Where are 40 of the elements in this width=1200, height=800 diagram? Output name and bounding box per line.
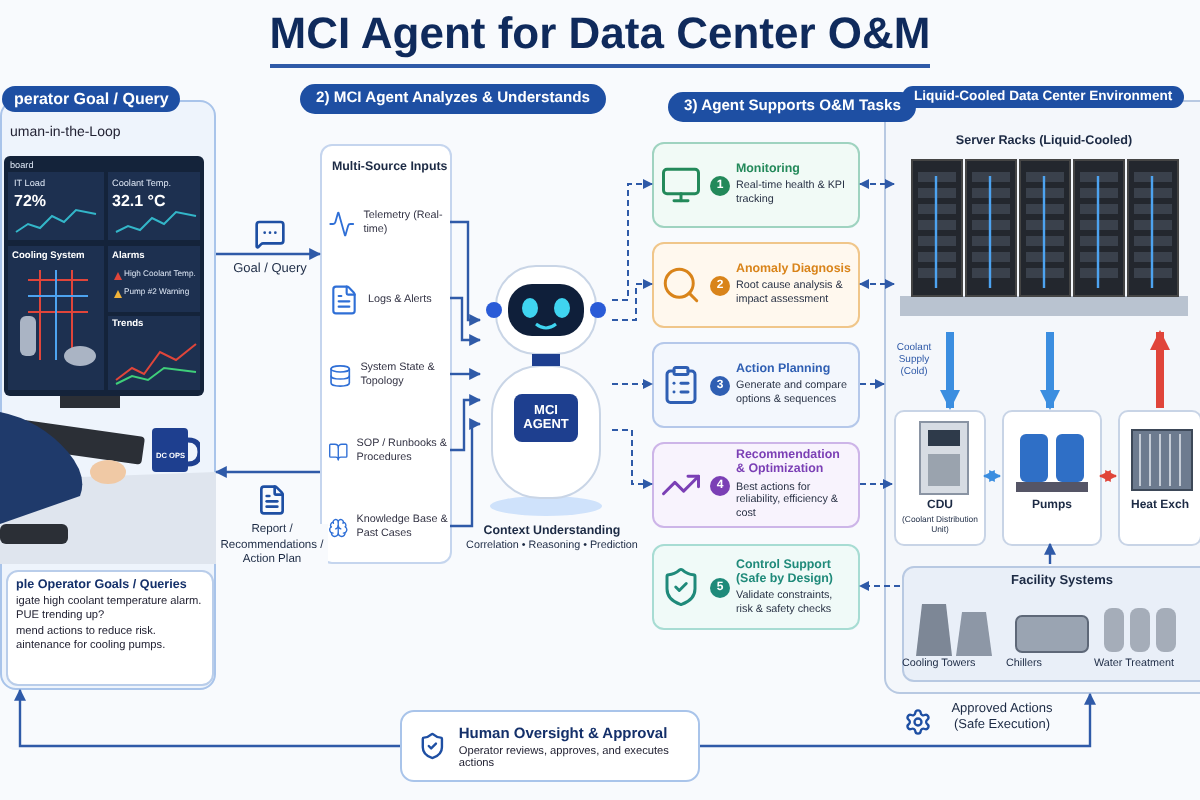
arrow — [1044, 542, 1056, 564]
arrow — [450, 368, 482, 380]
arrow — [450, 394, 482, 452]
arrow — [450, 220, 482, 326]
arrow — [859, 581, 901, 591]
coolant-pipe — [1040, 332, 1060, 410]
arrow — [611, 179, 653, 301]
arrow — [450, 296, 482, 346]
arrow — [859, 479, 893, 489]
arrow — [982, 470, 1002, 482]
equipment-box — [1118, 410, 1200, 546]
dashboard-text: 72% — [14, 192, 47, 211]
facility-panel — [902, 566, 1200, 682]
arrow — [611, 429, 653, 489]
task-card — [652, 442, 860, 528]
task-card — [652, 242, 860, 328]
dashboard-text: 32.1 °C — [112, 192, 166, 211]
arrow — [859, 279, 895, 289]
arrow — [611, 379, 653, 389]
task-card — [652, 142, 860, 228]
diagram-title: MCI Agent for Data Center O&M — [267, 8, 933, 60]
inputs-panel — [320, 144, 452, 564]
task-card — [652, 544, 860, 630]
equipment-box — [894, 410, 986, 546]
approval-box — [400, 710, 700, 782]
arrow — [859, 379, 885, 389]
section-heading: perator Goal / Query — [2, 86, 181, 112]
example-queries-box — [6, 570, 214, 686]
coolant-pipe — [1150, 330, 1170, 408]
arrow — [611, 279, 653, 321]
arrow — [216, 248, 322, 260]
arrow — [450, 418, 482, 528]
equipment-box — [1002, 410, 1102, 546]
arrow — [700, 692, 1096, 748]
arrow — [14, 688, 400, 748]
coolant-pipe — [940, 332, 960, 410]
task-card — [652, 342, 860, 428]
arrow — [1098, 470, 1118, 482]
arrow — [214, 466, 320, 478]
arrow — [859, 179, 895, 189]
